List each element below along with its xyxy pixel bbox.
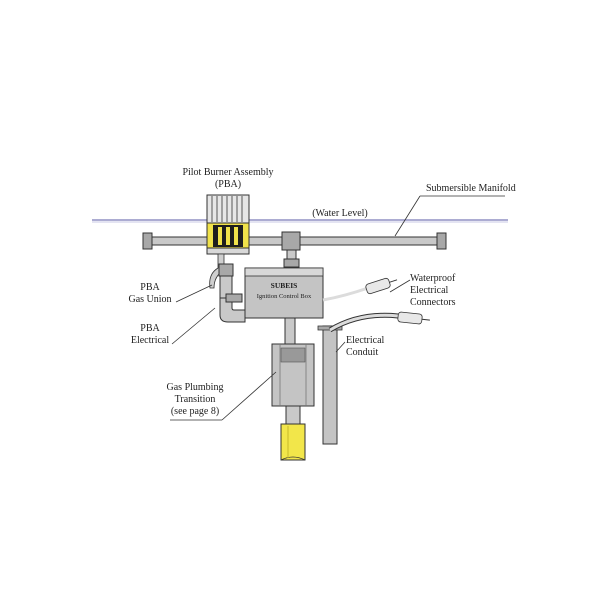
pba-gas-union-label-line2: Gas Union — [128, 294, 171, 305]
electrical-conduit — [317, 325, 343, 445]
gas-plumbing-label-line2: Transition — [175, 394, 216, 405]
pilot-burner-label-line2: (PBA) — [215, 179, 241, 190]
electrical-conduit-label-line1: Electrical — [346, 335, 385, 346]
ignition-box-title: SUBEIS — [271, 281, 298, 290]
electrical-conduit-label-line2: Conduit — [346, 347, 378, 358]
pilot-burner-label-line1: Pilot Burner Assembly — [182, 167, 273, 178]
pba-gas-union-label-line1: PBA — [140, 282, 160, 293]
pilot-burner-assembly — [206, 194, 250, 255]
waterproof-label-line2: Electrical — [410, 285, 449, 296]
pba-electrical-label-line1: PBA — [140, 323, 160, 334]
gas-plumbing-pipe — [271, 317, 315, 461]
leader-lines — [170, 195, 505, 421]
water-level-label: (Water Level) — [312, 208, 368, 219]
waterproof-label-line1: Waterproof — [410, 273, 456, 284]
pba-gas-union — [209, 253, 246, 323]
pba-electrical-label-line2: Electrical — [131, 335, 170, 346]
submersible-manifold — [142, 231, 447, 268]
gas-plumbing-label-line1: Gas Plumbing — [167, 382, 224, 393]
ignition-control-box: SUBEIS Ignition Control Box — [244, 267, 324, 319]
gas-plumbing-label-line3: (see page 8) — [171, 406, 219, 417]
waterproof-label-line3: Connectors — [410, 297, 456, 308]
submersible-manifold-label: Submersible Manifold — [426, 183, 516, 194]
ignition-box-subtitle: Ignition Control Box — [257, 293, 312, 300]
waterproof-electrical-connectors — [322, 277, 430, 333]
